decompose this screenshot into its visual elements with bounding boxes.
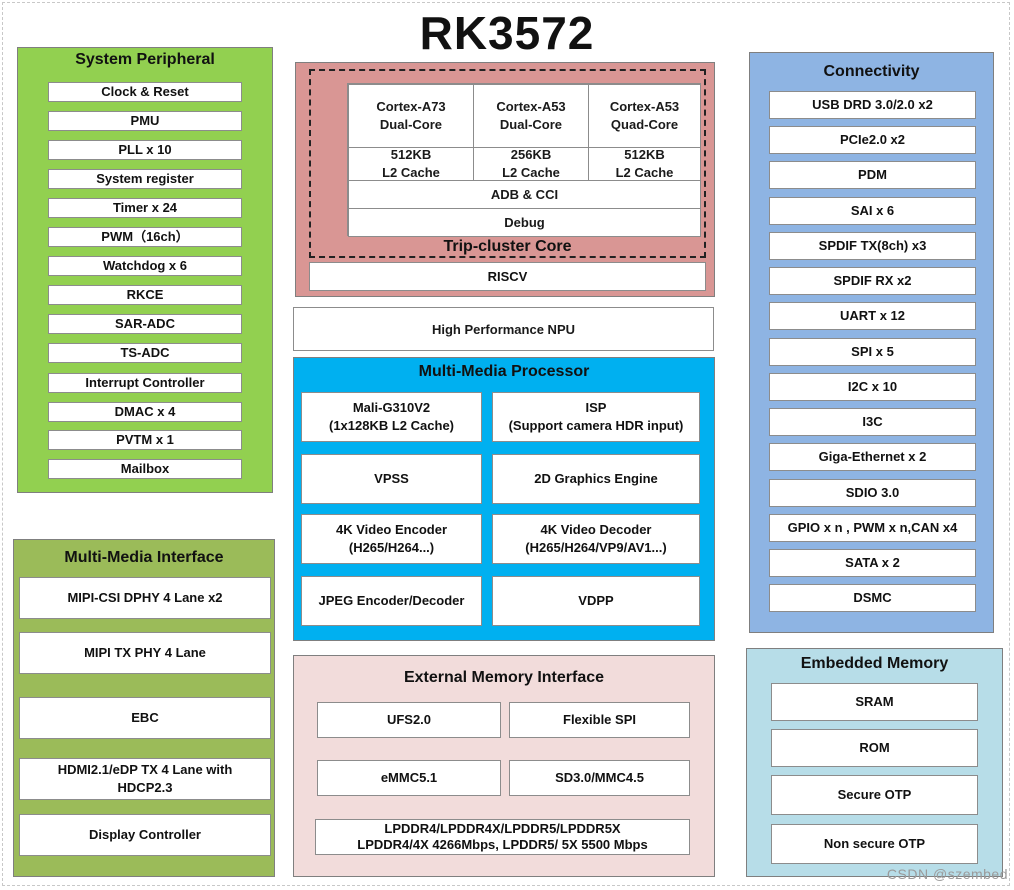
system-peripheral-title: System Peripheral [75, 51, 215, 68]
embedded-memory-title: Embedded Memory [800, 655, 949, 672]
cpu-cortex-a53-quad: Cortex-A53 Quad-Core [588, 84, 701, 148]
conn-item-spi: SPI x 5 [769, 338, 976, 366]
sys-item-clock-reset: Clock & Reset [48, 82, 242, 102]
2d-graphics-block: 2D Graphics Engine [492, 454, 700, 504]
gpu-block: Mali-G310V2 (1x128KB L2 Cache) [301, 392, 482, 442]
sys-item-pwm: PWM（16ch） [48, 227, 242, 247]
cache-512kb-a53: 512KB L2 Cache [588, 147, 701, 181]
mmi-item-display-controller: Display Controller [19, 814, 271, 856]
sys-item-pmu: PMU [48, 111, 242, 131]
conn-item-sdio: SDIO 3.0 [769, 479, 976, 507]
multimedia-interface-title: Multi-Media Interface [64, 549, 224, 566]
multimedia-processor-title: Multi-Media Processor [418, 363, 590, 380]
sys-item-system-register: System register [48, 169, 242, 189]
sys-item-pll: PLL x 10 [48, 140, 242, 160]
chip-title: RK3572 [419, 7, 595, 59]
debug-block: Debug [348, 208, 701, 237]
conn-item-i2c: I2C x 10 [769, 373, 976, 401]
mmi-item-hdmi-edp: HDMI2.1/eDP TX 4 Lane with HDCP2.3 [19, 758, 271, 800]
sys-item-interrupt-controller: Interrupt Controller [48, 373, 242, 393]
conn-item-sai: SAI x 6 [769, 197, 976, 225]
npu-block: High Performance NPU [293, 307, 714, 351]
conn-item-i3c: I3C [769, 408, 976, 436]
conn-item-spdif-rx: SPDIF RX x2 [769, 267, 976, 295]
sys-item-mailbox: Mailbox [48, 459, 242, 479]
trip-cluster-label: Trip-cluster Core [443, 238, 572, 255]
conn-item-pdm: PDM [769, 161, 976, 189]
conn-item-pcie: PCIe2.0 x2 [769, 126, 976, 154]
emb-item-secure-otp: Secure OTP [771, 775, 978, 815]
sys-item-sar-adc: SAR-ADC [48, 314, 242, 334]
isp-block: ISP (Support camera HDR input) [492, 392, 700, 442]
riscv-block: RISCV [309, 262, 706, 291]
sys-item-timer: Timer x 24 [48, 198, 242, 218]
flexible-spi-block: Flexible SPI [509, 702, 690, 738]
vpss-block: VPSS [301, 454, 482, 504]
embedded-memory-panel: Embedded Memory SRAM ROM Secure OTP Non … [746, 648, 1003, 877]
multimedia-processor-panel: Multi-Media Processor Mali-G310V2 (1x128… [293, 357, 715, 641]
mmi-item-mipi-tx: MIPI TX PHY 4 Lane [19, 632, 271, 674]
conn-item-usb: USB DRD 3.0/2.0 x2 [769, 91, 976, 119]
adb-cci-block: ADB & CCI [348, 180, 701, 209]
external-memory-title: External Memory Interface [403, 669, 605, 686]
video-encoder-block: 4K Video Encoder (H265/H264...) [301, 514, 482, 564]
vdpp-block: VDPP [492, 576, 700, 626]
cache-512kb-a73: 512KB L2 Cache [348, 147, 474, 181]
mmi-item-mipi-csi: MIPI-CSI DPHY 4 Lane x2 [19, 577, 271, 619]
conn-item-giga-ethernet: Giga-Ethernet x 2 [769, 443, 976, 471]
cpu-cortex-a73: Cortex-A73 Dual-Core [348, 84, 474, 148]
emb-item-sram: SRAM [771, 683, 978, 721]
system-peripheral-panel: System Peripheral Clock & Reset PMU PLL … [17, 47, 273, 493]
cpu-cortex-a53-dual: Cortex-A53 Dual-Core [473, 84, 589, 148]
ufs-block: UFS2.0 [317, 702, 501, 738]
core-grid: Cortex-A73 Dual-Core Cortex-A53 Dual-Cor… [347, 83, 701, 237]
conn-item-dsmc: DSMC [769, 584, 976, 612]
cache-256kb-a53: 256KB L2 Cache [473, 147, 589, 181]
conn-item-spdif-tx: SPDIF TX(8ch) x3 [769, 232, 976, 260]
conn-item-sata: SATA x 2 [769, 549, 976, 577]
lpddr-block: LPDDR4/LPDDR4X/LPDDR5/LPDDR5X LPDDR4/4X … [315, 819, 690, 855]
emb-item-rom: ROM [771, 729, 978, 767]
conn-item-gpio-pwm-can: GPIO x n , PWM x n,CAN x4 [769, 514, 976, 542]
cpu-core-panel: Cortex-A73 Dual-Core Cortex-A53 Dual-Cor… [295, 62, 715, 297]
multimedia-interface-panel: Multi-Media Interface MIPI-CSI DPHY 4 La… [13, 539, 275, 877]
conn-item-uart: UART x 12 [769, 302, 976, 330]
external-memory-panel: External Memory Interface UFS2.0 Flexibl… [293, 655, 715, 877]
sys-item-dmac: DMAC x 4 [48, 402, 242, 422]
connectivity-panel: Connectivity USB DRD 3.0/2.0 x2 PCIe2.0 … [749, 52, 994, 633]
emb-item-non-secure-otp: Non secure OTP [771, 824, 978, 864]
sys-item-watchdog: Watchdog x 6 [48, 256, 242, 276]
sys-item-ts-adc: TS-ADC [48, 343, 242, 363]
sd-mmc-block: SD3.0/MMC4.5 [509, 760, 690, 796]
mmi-item-ebc: EBC [19, 697, 271, 739]
jpeg-codec-block: JPEG Encoder/Decoder [301, 576, 482, 626]
video-decoder-block: 4K Video Decoder (H265/H264/VP9/AV1...) [492, 514, 700, 564]
connectivity-title: Connectivity [823, 63, 920, 80]
watermark: CSDN @szembed [886, 866, 1008, 882]
sys-item-pvtm: PVTM x 1 [48, 430, 242, 450]
trip-cluster-boundary: Cortex-A73 Dual-Core Cortex-A53 Dual-Cor… [309, 69, 706, 258]
emmc-block: eMMC5.1 [317, 760, 501, 796]
sys-item-rkce: RKCE [48, 285, 242, 305]
